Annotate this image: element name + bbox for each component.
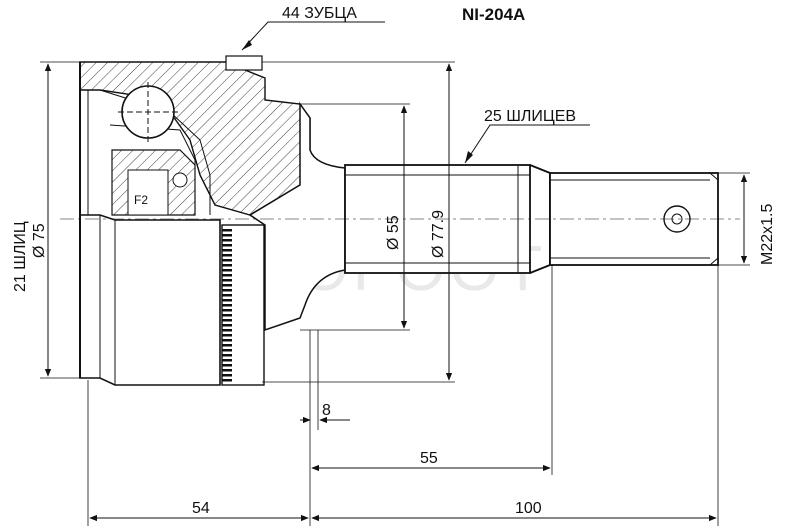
abs-tooth: [222, 279, 232, 282]
dim-d779: Ø 77.9: [430, 210, 447, 258]
abs-tooth: [222, 254, 232, 257]
dim-54: 54: [192, 500, 210, 517]
abs-tooth: [222, 379, 232, 382]
abs-tooth: [222, 334, 232, 337]
abs-tooth: [222, 314, 232, 317]
dim-8: 8: [322, 402, 331, 419]
f2-label: F2: [134, 193, 148, 207]
abs-tooth: [222, 239, 232, 242]
abs-tooth: [222, 374, 232, 377]
dim-thread: M22x1.5: [759, 204, 776, 265]
abs-tooth: [222, 354, 232, 357]
ball: [118, 82, 178, 142]
splines-inner-label: 21 ШЛИЦ: [12, 221, 29, 292]
dim-55: 55: [420, 450, 438, 467]
neck: [248, 101, 346, 332]
abs-tooth: [222, 289, 232, 292]
abs-tooth: [222, 229, 232, 232]
abs-tooth: [222, 234, 232, 237]
abs-tooth: [222, 299, 232, 302]
abs-tooth: [222, 264, 232, 267]
abs-tooth: [222, 364, 232, 367]
abs-ring: [221, 224, 265, 386]
dim-d55: Ø 55: [385, 215, 402, 250]
splines-outer-label: 25 ШЛИЦЕВ: [484, 108, 576, 125]
abs-tooth: [222, 344, 232, 347]
part-number: NI-204A: [462, 5, 525, 24]
abs-tooth: [222, 359, 232, 362]
dim-d75: Ø 75: [31, 223, 48, 258]
abs-tooth: [222, 324, 232, 327]
abs-tooth: [222, 294, 232, 297]
teeth-label: 44 ЗУБЦА: [282, 5, 357, 22]
abs-tooth: [222, 259, 232, 262]
abs-tooth: [222, 329, 232, 332]
abs-tooth: [222, 339, 232, 342]
abs-tooth: [222, 284, 232, 287]
abs-tooth: [222, 269, 232, 272]
inner-hub: [111, 149, 196, 216]
outer-bell: [79, 55, 311, 386]
abs-tooth: [222, 349, 232, 352]
abs-tooth: [222, 244, 232, 247]
abs-tooth: [222, 319, 232, 322]
abs-tooth: [222, 249, 232, 252]
abs-tooth: [222, 309, 232, 312]
abs-tooth: [222, 274, 232, 277]
abs-tooth: [222, 304, 232, 307]
abs-tooth: [222, 369, 232, 372]
dim-100: 100: [515, 500, 542, 517]
